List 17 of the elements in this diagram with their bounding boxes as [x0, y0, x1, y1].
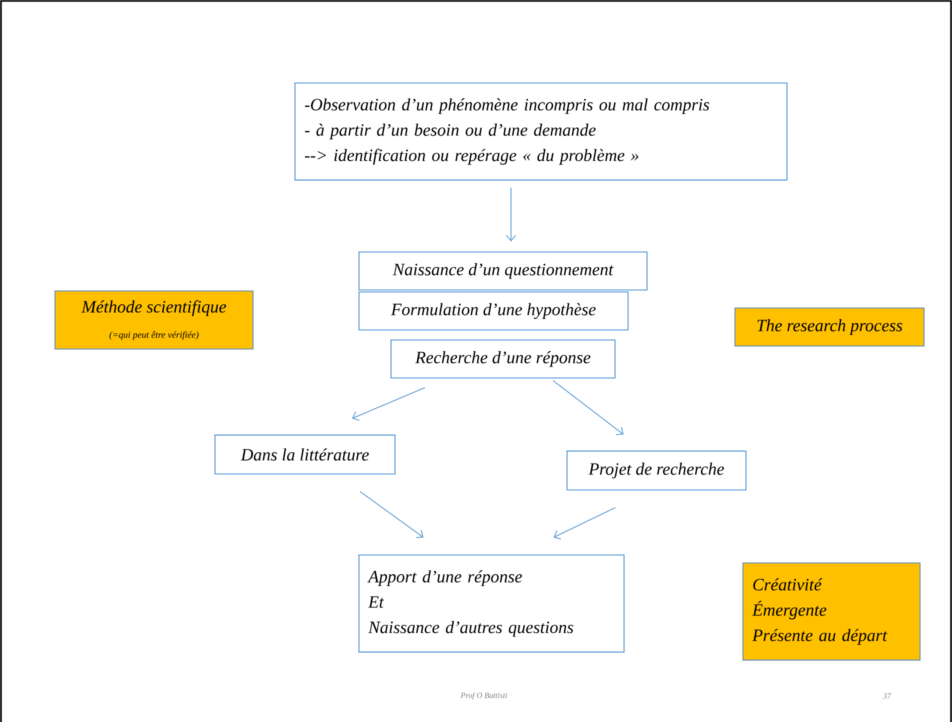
process-box: Projet de recherche: [566, 450, 746, 490]
arrow: [554, 507, 616, 540]
process-box: Dans la littérature: [214, 434, 396, 474]
title-box: Méthode scientifique (=qui peut être vérifiée): [54, 290, 254, 350]
arrow: [360, 491, 424, 538]
arrow: [506, 187, 516, 242]
footer-text: Prof O Battisti: [460, 692, 508, 700]
arrow: [352, 387, 426, 421]
title-box: The research process: [734, 307, 925, 347]
process-box: Apport d’une réponse Et Naissance d’autres questions: [358, 554, 625, 653]
page-number: 37: [883, 693, 892, 699]
process-box: Recherche d’une réponse: [390, 339, 616, 379]
process-box: Naissance d’un questionnement: [358, 251, 648, 291]
process-box: Formulation d’une hypothèse: [358, 291, 629, 331]
arrow: [552, 380, 624, 435]
text-box: -Observation d’un phénomène incompris ou mal compris - à partir d’un besoin ou d’une demande --> identification ou repérage « du problème »: [294, 82, 788, 181]
note-box: Créativité Émergente Présente au départ: [742, 562, 921, 661]
